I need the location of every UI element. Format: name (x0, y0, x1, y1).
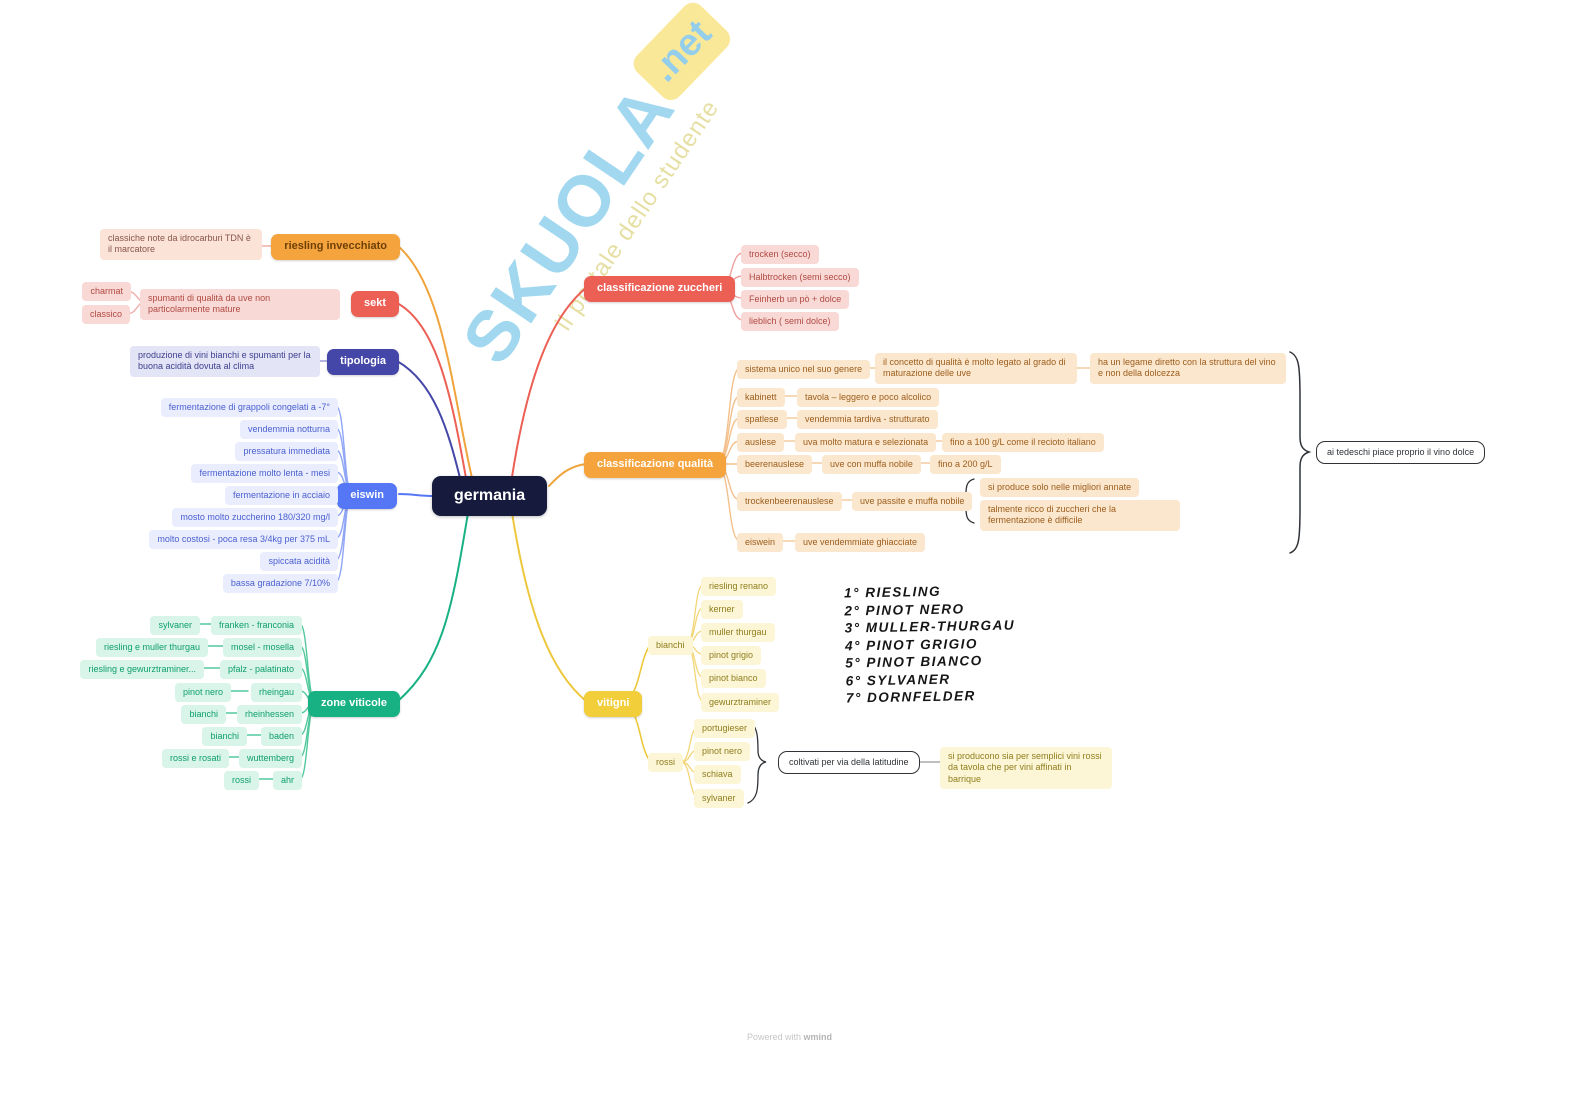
qualita-kabinett[interactable]: kabinett (737, 388, 785, 408)
qualita-eiswein-nota[interactable]: uve vendemmiate ghiacciate (795, 533, 926, 553)
zone-region[interactable]: franken - franconia (210, 616, 302, 636)
vitigni-bianchi-label[interactable]: bianchi (648, 636, 693, 656)
qualita-tba-nota[interactable]: uve passite e muffa nobile (852, 492, 973, 512)
eiswin-item[interactable]: molto costosi - poca resa 3/4kg per 375 … (149, 530, 338, 550)
eiswin-item[interactable]: fermentazione in acciaio (224, 486, 338, 506)
qualita-kabinett-nota[interactable]: tavola – leggero e poco alcolico (797, 388, 940, 408)
eiswin-item[interactable]: vendemmia notturna (239, 420, 338, 440)
zone-grapes[interactable]: riesling e gewurztraminer... (80, 660, 204, 680)
curly-brace-qualita (1289, 351, 1312, 554)
branch-tipologia[interactable]: tipologia (327, 349, 399, 375)
vitigni-bianchi-item[interactable]: pinot bianco (701, 669, 766, 689)
vitigni-bianchi-item[interactable]: gewurztraminer (701, 693, 780, 713)
eiswin-item[interactable]: pressatura immediata (235, 442, 338, 462)
zone-grapes[interactable]: bianchi (181, 705, 226, 725)
eiswin-item[interactable]: mosto molto zuccherino 180/320 mg/l (172, 508, 338, 528)
handwritten-ranking[interactable]: 1° RIESLING 2° PINOT NERO 3° MULLER-THUR… (844, 582, 1017, 707)
vitigni-rossi-label[interactable]: rossi (648, 753, 684, 773)
zuccheri-item[interactable]: trocken (secco) (741, 245, 819, 265)
qualita-tba-nota2[interactable]: si produce solo nelle migliori annate (980, 478, 1140, 498)
qualita-spatlese-nota[interactable]: vendemmia tardiva - strutturato (797, 410, 938, 430)
note-tipologia[interactable]: produzione di vini bianchi e spumanti pe… (130, 346, 320, 377)
root-node-germania[interactable]: germania (432, 476, 548, 516)
vitigni-rossi-nota[interactable]: coltivati per via della latitudine (778, 751, 920, 775)
zuccheri-item[interactable]: lieblich ( semi dolce) (741, 312, 839, 332)
sekt-method-classico[interactable]: classico (81, 305, 130, 325)
vitigni-rossi-item[interactable]: sylvaner (694, 789, 744, 809)
eiswin-item[interactable]: fermentazione di grappoli congelati a -7… (160, 398, 338, 418)
zone-grapes[interactable]: rossi e rosati (161, 749, 229, 769)
zone-region[interactable]: ahr (272, 771, 302, 791)
zone-grapes[interactable]: pinot nero (174, 683, 231, 703)
qualita-trockenbeerenauslese[interactable]: trockenbeerenauslese (737, 492, 842, 512)
branch-classificazione-zuccheri[interactable]: classificazione zuccheri (584, 276, 736, 302)
eiswin-item[interactable]: fermentazione molto lenta - mesi (191, 464, 338, 484)
vitigni-rossi-item[interactable]: portugieser (694, 719, 756, 739)
vitigni-bianchi-item[interactable]: pinot grigio (701, 646, 762, 666)
qualita-auslese-nota2[interactable]: fino a 100 g/L come il recioto italiano (942, 433, 1104, 453)
eiswin-item[interactable]: bassa gradazione 7/10% (222, 574, 338, 594)
footer-label: Powered with (746, 1032, 801, 1042)
branch-sekt[interactable]: sekt (350, 291, 399, 317)
footer-app-name: wmind (803, 1032, 833, 1042)
qualita-beerenauslese-nota2[interactable]: fino a 200 g/L (930, 455, 1001, 475)
note-riesling-tdn[interactable]: classiche note da idrocarburi TDN è il m… (100, 229, 262, 260)
branch-classificazione-qualita[interactable]: classificazione qualità (584, 452, 727, 478)
footer-powered-text: Powered with wmind (0, 1032, 1579, 1042)
zone-grapes[interactable]: riesling e muller thurgau (95, 638, 208, 658)
vitigni-bianchi-item[interactable]: muller thurgau (701, 623, 775, 643)
note-sekt[interactable]: spumanti di qualità da uve non particola… (140, 289, 340, 320)
qualita-conclusione[interactable]: ai tedeschi piace proprio il vino dolce (1316, 441, 1486, 465)
qualita-auslese-nota[interactable]: uva molto matura e selezionata (795, 433, 937, 453)
qualita-spatlese[interactable]: spatlese (737, 410, 787, 430)
qualita-beerenauslese-nota[interactable]: uve con muffa nobile (822, 455, 921, 475)
zuccheri-item[interactable]: Halbtrocken (semi secco) (741, 268, 859, 288)
zone-region[interactable]: rheingau (250, 683, 302, 703)
branch-eiswin[interactable]: eiswin (337, 483, 397, 509)
qualita-auslese[interactable]: auslese (737, 433, 785, 453)
curly-brace-rossi (747, 720, 767, 804)
qualita-beerenauslese[interactable]: beerenauslese (737, 455, 813, 475)
vitigni-rossi-item[interactable]: schiava (694, 765, 741, 785)
vitigni-bianchi-item[interactable]: kerner (701, 600, 743, 620)
branch-vitigni[interactable]: vitigni (584, 691, 643, 717)
zone-grapes[interactable]: sylvaner (150, 616, 200, 636)
zone-region[interactable]: wuttemberg (238, 749, 302, 769)
vitigni-rossi-item[interactable]: pinot nero (694, 742, 751, 762)
qualita-sistema[interactable]: sistema unico nel suo genere (737, 360, 871, 380)
zuccheri-item[interactable]: Feinherb un pò + dolce (741, 290, 850, 310)
ranking-item: 3° MULLER-THURGAU (844, 617, 1016, 636)
qualita-tba-nota3[interactable]: talmente ricco di zuccheri che la fermen… (980, 500, 1180, 531)
eiswin-item[interactable]: spiccata acidità (260, 552, 338, 572)
zone-region[interactable]: pfalz - palatinato (219, 660, 302, 680)
qualita-eiswein[interactable]: eiswein (737, 533, 784, 553)
zone-region[interactable]: baden (260, 727, 302, 747)
zone-region[interactable]: rheinhessen (236, 705, 302, 725)
ranking-item: 7° DORNFELDER (845, 688, 976, 706)
qualita-sistema-nota[interactable]: il concetto di qualità è molto legato al… (875, 353, 1077, 384)
qualita-sistema-nota2[interactable]: ha un legame diretto con la struttura de… (1090, 353, 1286, 384)
branch-riesling-invecchiato[interactable]: riesling invecchiato (271, 234, 400, 260)
sekt-method-charmat[interactable]: charmat (82, 282, 131, 302)
vitigni-bianchi-item[interactable]: riesling renano (701, 577, 777, 597)
branch-zone-viticole[interactable]: zone viticole (307, 691, 400, 717)
zone-region[interactable]: mosel - mosella (222, 638, 302, 658)
vitigni-rossi-nota2[interactable]: si producono sia per semplici vini rossi… (940, 747, 1112, 789)
zone-grapes[interactable]: rossi (223, 771, 259, 791)
zone-grapes[interactable]: bianchi (202, 727, 247, 747)
